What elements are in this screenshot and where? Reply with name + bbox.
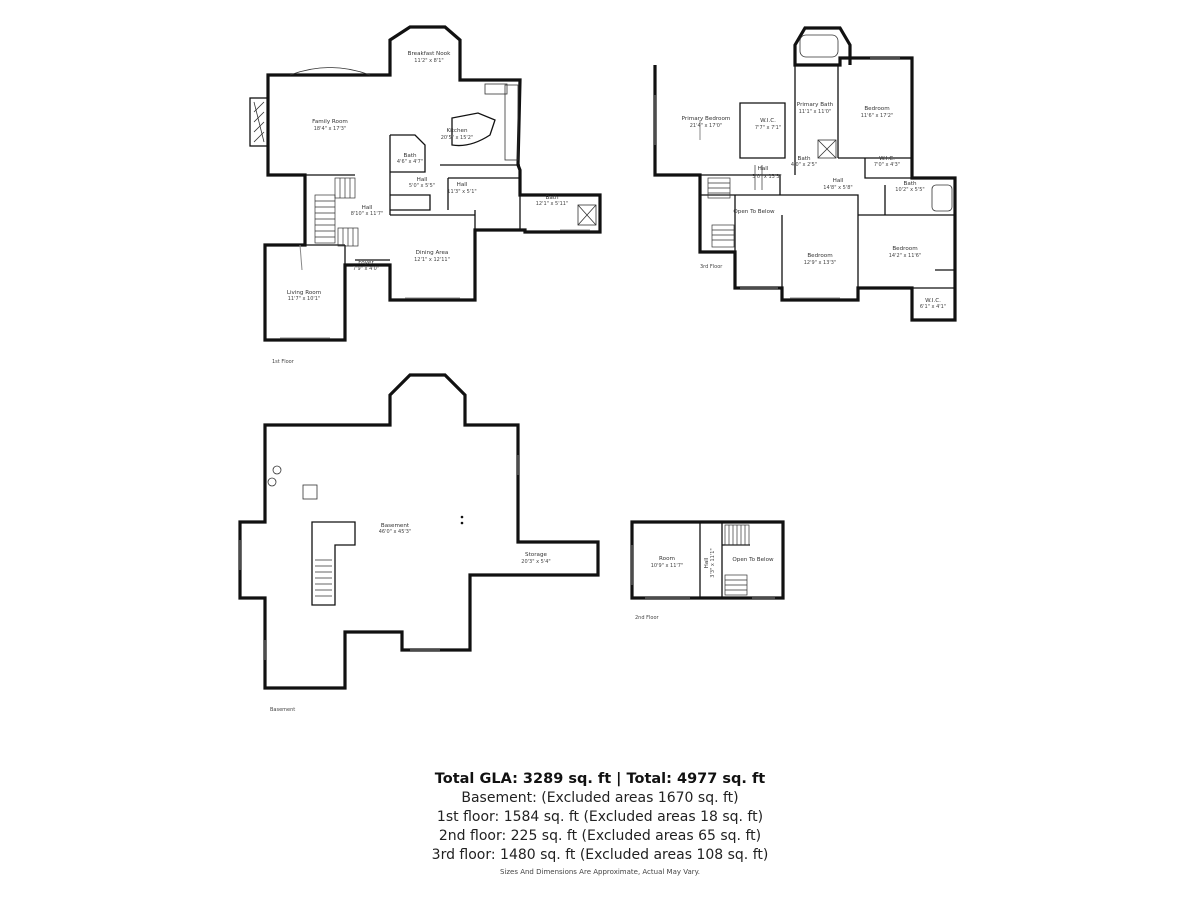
primary-bath-tub <box>799 34 839 58</box>
area-summary: Total GLA: 3289 sq. ft | Total: 4977 sq.… <box>300 770 900 865</box>
bath-tiny-label: Bath <box>797 156 810 162</box>
dining-area-label: Dining Area <box>416 250 449 256</box>
basement-tag: Basement <box>270 707 295 713</box>
basement-label: Basement <box>381 523 410 529</box>
basement-dim: 46'0" x 45'3" <box>379 529 412 535</box>
wic-small-dim: 7'0" x 4'3" <box>874 162 900 168</box>
water-heater <box>272 465 282 475</box>
furnace <box>267 477 277 487</box>
living-room-dim: 11'7" x 10'1" <box>288 296 321 302</box>
basement-staircase <box>311 521 356 606</box>
bath-small-dim: 4'6" x 4'7" <box>397 159 423 165</box>
third-floor-area-line: 3rd floor: 1480 sq. ft (Excluded areas 1… <box>431 847 769 863</box>
primary-bath-label: Primary Bath <box>797 102 834 108</box>
wic-se-dim: 6'1" x 4'1" <box>920 304 946 310</box>
storage-label: Storage <box>525 552 547 558</box>
third-floor-interior-walls <box>700 65 955 289</box>
bath-east-dim: 10'2" x 5'5" <box>895 187 924 193</box>
disclaimer: Sizes And Dimensions Are Approximate, Ac… <box>499 868 701 876</box>
room-dim: 10'9" x 11'7" <box>651 563 684 569</box>
second-floor-plan: Room 10'9" x 11'7" Hall 3'3" x 11'1" Ope… <box>630 520 785 621</box>
primary-bath-dim: 11'1" x 11'0" <box>799 109 832 115</box>
bedroom-mid-label: Bedroom <box>807 253 832 259</box>
basement-column <box>302 484 318 500</box>
kitchen-island <box>451 112 496 147</box>
bath-tub <box>931 184 953 212</box>
kitchen-counter <box>504 84 519 161</box>
hall-2-dim: 3'3" x 11'1" <box>710 548 716 577</box>
hall-2-label: Hall <box>704 557 710 568</box>
shower <box>577 204 597 226</box>
first-floor-area-line: 1st floor: 1584 sq. ft (Excluded areas 1… <box>436 809 764 825</box>
bath-laundry-dim: 12'1" x 5'11" <box>536 201 569 207</box>
family-room-bay-window <box>289 67 371 76</box>
hall-a-dim: 5'0" x 5'5" <box>409 183 435 189</box>
hall-a-label: Hall <box>417 177 428 183</box>
first-floor-interior-walls <box>305 134 521 265</box>
third-floor-tag: 3rd Floor <box>700 264 723 270</box>
foyer-label: Foyer <box>358 260 374 266</box>
bedroom-se-dim: 14'2" x 11'6" <box>889 253 922 259</box>
dining-area-dim: 12'1" x 12'11" <box>414 257 450 263</box>
basement-area-line: Basement: (Excluded areas 1670 sq. ft) <box>461 790 739 806</box>
second-floor-area-line: 2nd floor: 225 sq. ft (Excluded areas 65… <box>438 828 762 844</box>
kitchen-label: Kitchen <box>446 128 467 134</box>
primary-bedroom-dim: 21'4" x 17'0" <box>690 123 723 129</box>
third-floor-exterior-wall <box>653 26 957 322</box>
hall-b-label: Hall <box>457 182 468 188</box>
hall-vertical-label: Hall <box>758 166 769 172</box>
first-floor-tag: 1st Floor <box>272 359 295 365</box>
bath-tiny-dim: 4'0" x 2'5" <box>791 162 817 168</box>
bedroom-se-label: Bedroom <box>892 246 917 252</box>
storage-dim: 20'3" x 5'4" <box>521 559 550 565</box>
wic-se-label: W.I.C. <box>925 298 941 304</box>
hall-main-label: Hall <box>362 205 373 211</box>
family-room-label: Family Room <box>312 119 348 125</box>
room-label: Room <box>659 556 675 562</box>
bedroom-ne-label: Bedroom <box>864 106 889 112</box>
floor-plan-canvas: Breakfast Nook 11'2" x 8'1" Family Room … <box>238 25 957 713</box>
breakfast-nook-dim: 11'2" x 8'1" <box>414 58 443 64</box>
hall-main-3-label: Hall <box>833 178 844 184</box>
kitchen-stove <box>484 83 508 95</box>
living-room-label: Living Room <box>287 290 321 296</box>
second-floor-tag: 2nd Floor <box>635 615 659 621</box>
basement-plan: Basement 46'0" x 45'3" Storage 20'3" x 5… <box>238 373 600 713</box>
bedroom-ne-dim: 11'6" x 17'2" <box>861 113 894 119</box>
basement-exterior-wall <box>238 373 600 690</box>
wic-label: W.I.C. <box>760 118 776 124</box>
bath-laundry-label: Bath <box>545 195 558 201</box>
fireplace <box>249 97 269 147</box>
hall-main-dim: 8'10" x 11'7" <box>351 211 384 217</box>
hall-main-3-dim: 14'8" x 5'8" <box>823 185 852 191</box>
hall-vertical-dim: 3'0" x 13'3" <box>752 174 781 180</box>
first-floor-plan: Breakfast Nook 11'2" x 8'1" Family Room … <box>249 25 602 365</box>
hall-b-dim: 11'3" x 5'1" <box>447 189 476 195</box>
shower-stall <box>817 139 837 159</box>
third-floor-staircase <box>707 165 763 248</box>
kitchen-dim: 20'5" x 15'2" <box>441 135 474 141</box>
family-room-dim: 18'4" x 17'3" <box>314 126 347 132</box>
open-to-below-3-label: Open To Below <box>733 209 775 215</box>
bath-small-label: Bath <box>403 153 416 159</box>
first-floor-staircase <box>314 177 359 247</box>
open-to-below-2-label: Open To Below <box>732 557 774 563</box>
bath-east-label: Bath <box>903 181 916 187</box>
bedroom-mid-dim: 12'9" x 13'3" <box>804 260 837 266</box>
foyer-dim: 7'9" x 4'0" <box>353 266 379 272</box>
breakfast-nook-label: Breakfast Nook <box>408 51 451 57</box>
total-gla-line: Total GLA: 3289 sq. ft | Total: 4977 sq.… <box>434 771 766 787</box>
third-floor-plan: Primary Bedroom 21'4" x 17'0" W.I.C. 7'7… <box>653 26 957 322</box>
primary-bedroom-label: Primary Bedroom <box>682 116 731 122</box>
wic-dim: 7'7" x 7'1" <box>755 125 781 131</box>
wic-small-label: W.I.C. <box>879 156 895 162</box>
first-floor-exterior-wall <box>263 25 602 342</box>
second-floor-staircase <box>724 524 750 596</box>
